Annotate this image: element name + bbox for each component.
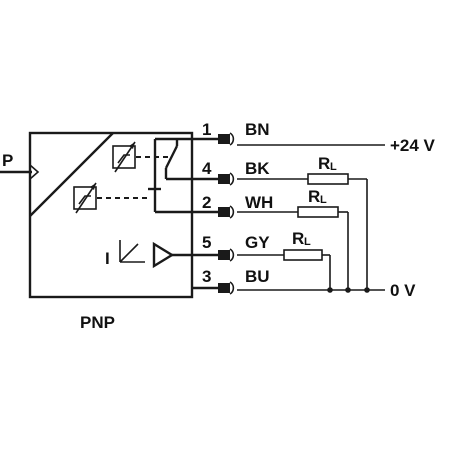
pressure-input-arrowhead	[29, 164, 40, 180]
connector-pins	[218, 132, 235, 295]
junction-dot-1	[327, 287, 333, 293]
resistor-1-subscript: L	[330, 161, 337, 173]
wire-color-wh: WH	[245, 193, 273, 212]
load-resistor-3: R L	[283, 229, 323, 261]
pin-4-connector	[218, 174, 230, 184]
pin-2-socket	[229, 205, 235, 219]
analog-output-ramp	[119, 240, 145, 263]
adjuster-2-arrowhead	[90, 183, 96, 190]
sensor-housing: PNP	[28, 131, 194, 332]
sensor-diagonal	[29, 132, 114, 217]
pin-1-number: 1	[202, 120, 211, 139]
pin-5-connector	[218, 250, 230, 260]
switch-contacts	[148, 137, 224, 214]
analog-output-label: I	[105, 249, 110, 268]
analog-output: I	[105, 240, 224, 269]
pin-3-connector	[218, 283, 230, 293]
pin-3-socket	[229, 281, 235, 295]
resistor-2-label: R	[308, 187, 320, 206]
wire-color-bu: BU	[245, 267, 270, 286]
pin-5-socket	[229, 248, 235, 262]
external-wiring	[237, 144, 385, 293]
switch-1-blade	[164, 145, 179, 169]
adjuster-1-box	[112, 145, 136, 169]
resistor-2-subscript: L	[320, 194, 327, 206]
pressure-input-label: P	[2, 151, 13, 170]
resistor-2-body	[297, 206, 339, 218]
wire-color-gy: GY	[245, 233, 270, 252]
pin-2-connector	[218, 207, 230, 217]
pin-1-socket	[229, 132, 235, 146]
pin-4-number: 4	[202, 159, 212, 178]
junction-dot-2	[345, 287, 351, 293]
supply-negative-label: 0 V	[390, 281, 416, 300]
pin-1-connector	[218, 134, 230, 144]
resistor-1-label: R	[318, 154, 330, 173]
amplifier-triangle	[152, 241, 175, 269]
wire-color-bn: BN	[245, 120, 270, 139]
resistor-3-subscript: L	[304, 236, 311, 248]
adjuster-1-curve	[117, 154, 130, 164]
wire-color-bk: BK	[245, 159, 270, 178]
pin-3-number: 3	[202, 267, 211, 286]
setpoint-adjuster-2	[73, 182, 97, 214]
adjuster-1-arrowhead	[129, 142, 135, 149]
adjuster-2-curve	[78, 195, 91, 205]
resistor-1-body	[307, 173, 349, 185]
pressure-input: P	[0, 151, 40, 180]
resistor-3-label: R	[292, 229, 304, 248]
pin-4-socket	[229, 172, 235, 186]
load-resistor-1: R L	[307, 154, 349, 185]
resistor-3-body	[283, 249, 323, 261]
pin-2-number: 2	[202, 193, 211, 212]
setpoint-adjuster-1	[112, 141, 136, 173]
pin-5-number: 5	[202, 233, 211, 252]
load-resistor-2: R L	[297, 187, 339, 218]
junction-dot-3	[364, 287, 370, 293]
adjuster-2-box	[73, 186, 97, 210]
supply-positive-label: +24 V	[390, 136, 436, 155]
sensor-type-label: PNP	[80, 313, 115, 332]
